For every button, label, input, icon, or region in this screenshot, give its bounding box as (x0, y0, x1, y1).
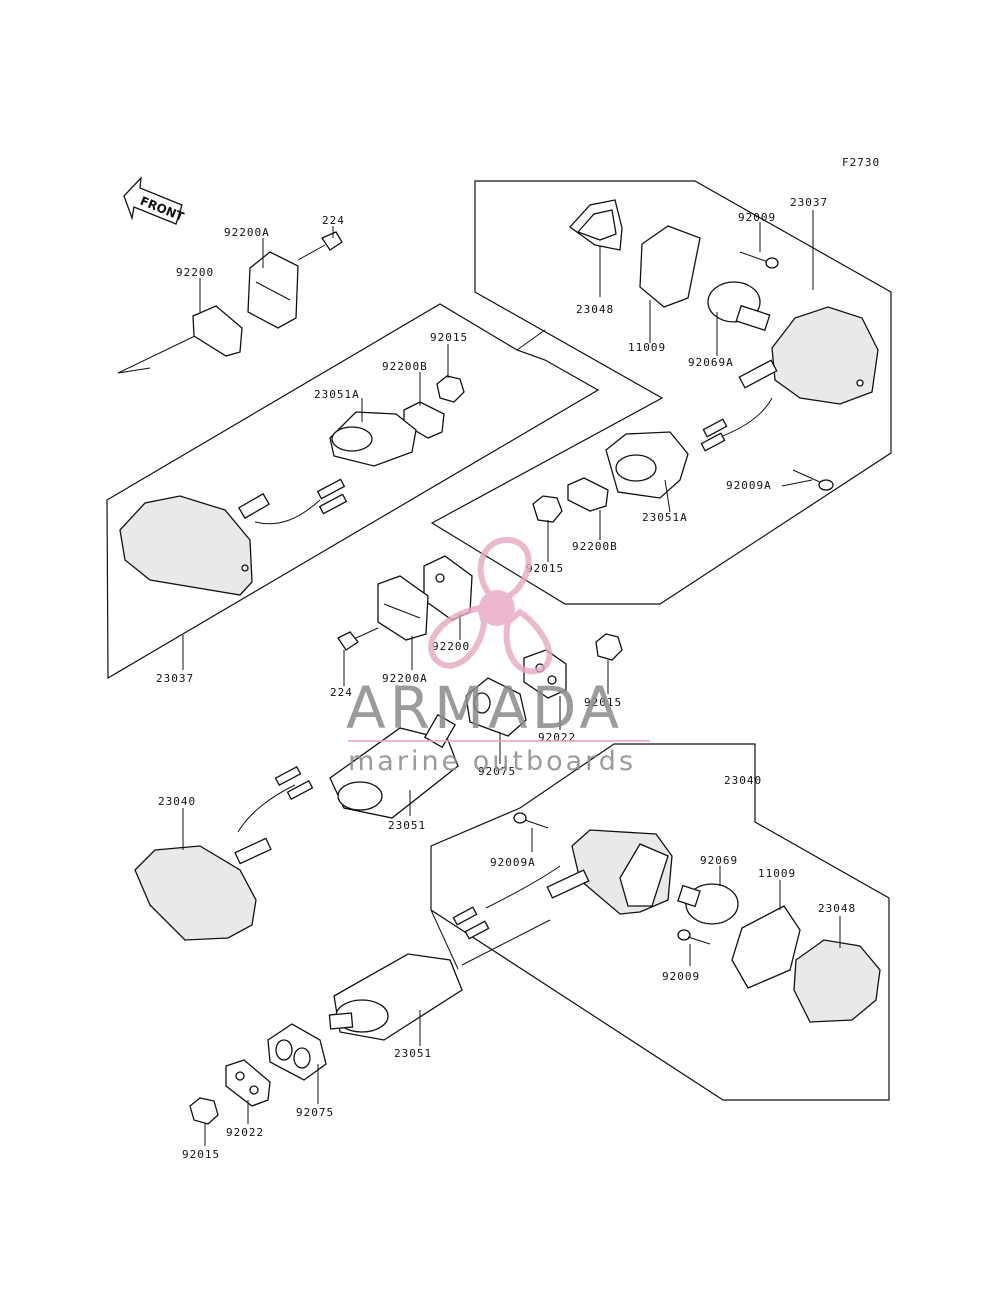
screw-92009-bottom (677, 929, 711, 945)
plate-92200b-right (567, 477, 609, 512)
bulb-92069 (677, 883, 739, 925)
label-92022-bottom: 92022 (226, 1126, 264, 1139)
label-92200-top: 92200 (176, 266, 214, 279)
grommet-92075-mid (465, 677, 527, 737)
label-224-top: 224 (322, 214, 345, 227)
label-23040-left: 23040 (158, 795, 196, 808)
lens-23048-bottom (793, 939, 881, 1023)
label-92015-bottom: 92015 (182, 1148, 220, 1161)
label-92200b-right: 92200B (572, 540, 618, 553)
label-92200a-top: 92200A (224, 226, 270, 239)
label-23048-bottom: 23048 (818, 902, 856, 915)
gasket-11009-bottom (731, 905, 801, 989)
label-92015-mid: 92015 (526, 562, 564, 575)
nut-92015-top (436, 375, 465, 403)
stem-holder-23051-bottom (328, 953, 463, 1041)
bracket-92200a-mid (377, 575, 429, 641)
screw-92009a-bottom (513, 812, 549, 829)
label-11009-top: 11009 (628, 341, 666, 354)
label-11009-bottom: 11009 (758, 867, 796, 880)
propeller-logo-icon (428, 536, 553, 675)
screw-92009a-top (792, 469, 834, 491)
bracket-92200a-top (247, 251, 299, 329)
label-23037-top: 23037 (790, 196, 828, 209)
lens-23048-top (569, 199, 623, 251)
label-92015-top: 92015 (430, 331, 468, 344)
label-92015-right: 92015 (584, 696, 622, 709)
watermark: ARMADA marine outboards (346, 536, 650, 777)
turn-signal-23037-left (119, 478, 348, 596)
label-92200b-left: 92200B (382, 360, 428, 373)
plate-92200-top (192, 305, 243, 357)
watermark-brand: ARMADA (346, 674, 623, 742)
holder-23051a-left (329, 411, 417, 467)
label-224-mid: 224 (330, 686, 353, 699)
nut-92015-bottom (189, 1097, 219, 1125)
label-92009-top: 92009 (738, 211, 776, 224)
screw-224-mid (337, 627, 379, 651)
front-arrow-icon: FRONT (123, 176, 187, 225)
label-23051-bottom: 23051 (394, 1047, 432, 1060)
grommet-92075-bottom (267, 1023, 327, 1081)
stem-holder-23051-mid (329, 713, 459, 819)
label-92200-mid: 92200 (432, 640, 470, 653)
leader-lines (182, 210, 841, 1146)
label-92075-bottom: 92075 (296, 1106, 334, 1119)
label-92009a-top: 92009A (726, 479, 772, 492)
label-23051a-right: 23051A (642, 511, 688, 524)
label-23051-mid: 23051 (388, 819, 426, 832)
figure-code: F2730 (842, 156, 880, 169)
nut-92015-mid (532, 495, 563, 523)
holder-23051a-right (605, 431, 689, 499)
box-bottom-right-assembly (430, 743, 890, 1101)
nut-92015-right (595, 633, 623, 661)
label-23051a-left: 23051A (314, 388, 360, 401)
plate-92022-bottom (225, 1059, 271, 1107)
watermark-tagline: marine outboards (348, 746, 636, 777)
bulb-92069a (707, 281, 771, 332)
box-left-assembly (106, 303, 600, 680)
gasket-11009-top (639, 225, 701, 308)
turn-signal-23040-right (452, 829, 673, 940)
label-92075-mid: 92075 (478, 765, 516, 778)
turn-signal-23040-left (134, 765, 314, 941)
turn-signal-23037-right (700, 306, 879, 452)
label-92009a-bottom: 92009A (490, 856, 536, 869)
label-23040-right: 23040 (724, 774, 762, 787)
label-23048-top: 23048 (576, 303, 614, 316)
label-92069: 92069 (700, 854, 738, 867)
box-top-right-assembly (430, 180, 892, 605)
label-23037-left: 23037 (156, 672, 194, 685)
label-92069a: 92069A (688, 356, 734, 369)
label-92200a-mid: 92200A (382, 672, 428, 685)
label-92009-bottom: 92009 (662, 970, 700, 983)
screw-224-top (297, 231, 343, 261)
screw-92009-top (739, 251, 779, 269)
